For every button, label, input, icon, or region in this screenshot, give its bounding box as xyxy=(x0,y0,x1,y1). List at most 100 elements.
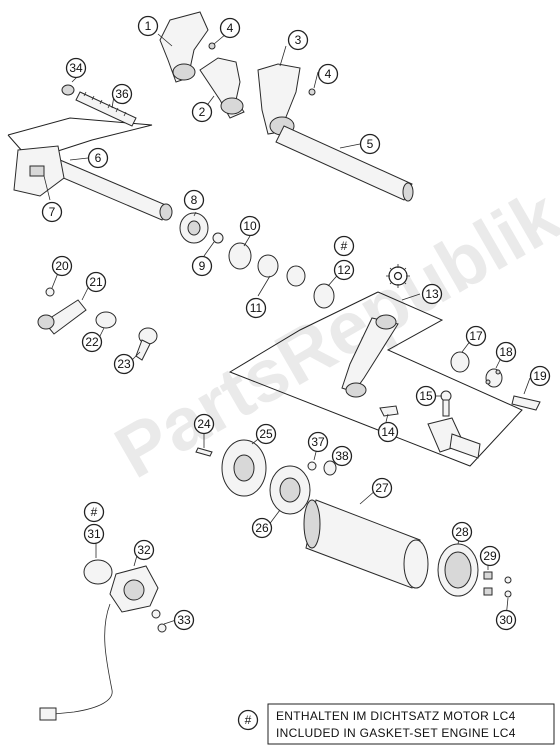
svg-text:14: 14 xyxy=(381,425,395,439)
svg-text:36: 36 xyxy=(115,87,129,101)
svg-text:#: # xyxy=(91,505,98,519)
callout-31-hash: # xyxy=(83,501,105,523)
callout-15: 15 xyxy=(415,385,437,407)
pin-37 xyxy=(307,461,317,471)
sensor-cable xyxy=(53,603,113,715)
group-outline-13 xyxy=(228,291,523,467)
callout-12: 12 xyxy=(333,259,355,281)
o-ring-31 xyxy=(83,559,113,585)
callout-30: 30 xyxy=(495,609,517,631)
callout-4a: 4 xyxy=(219,17,241,39)
pin-4a xyxy=(208,42,216,50)
svg-text:1: 1 xyxy=(145,19,152,33)
shift-drum-27 xyxy=(303,499,429,589)
callout-9: 9 xyxy=(191,255,213,277)
callout-14: 14 xyxy=(377,421,399,443)
svg-text:5: 5 xyxy=(367,137,374,151)
bearing-8 xyxy=(179,212,209,244)
callout-5: 5 xyxy=(359,133,381,155)
svg-text:2: 2 xyxy=(199,105,206,119)
svg-text:#: # xyxy=(245,713,252,727)
svg-text:29: 29 xyxy=(483,549,497,563)
fork-shaft-5 xyxy=(275,125,414,202)
callout-22: 22 xyxy=(81,331,103,353)
shift-fork-2 xyxy=(199,57,245,119)
spring-14 xyxy=(379,405,399,417)
svg-text:38: 38 xyxy=(335,449,349,463)
callout-3: 3 xyxy=(287,29,309,51)
callout-20: 20 xyxy=(51,255,73,277)
callout-18: 18 xyxy=(495,341,517,363)
callout-37: 37 xyxy=(307,431,329,453)
callout-19: 19 xyxy=(529,365,551,387)
screws-33 xyxy=(151,609,167,633)
svg-text:21: 21 xyxy=(89,275,103,289)
bushing-11 xyxy=(257,254,306,287)
shift-shaft-6 xyxy=(13,145,173,221)
shift-fork-1 xyxy=(159,11,209,83)
callout-8: 8 xyxy=(183,189,205,211)
watermark-text: PartsRepublik xyxy=(102,173,560,494)
bearing-12 xyxy=(313,283,335,309)
callout-12-hash: # xyxy=(333,235,355,257)
shift-fork-3 xyxy=(257,63,301,136)
svg-text:25: 25 xyxy=(259,427,273,441)
svg-text:18: 18 xyxy=(499,345,513,359)
callout-32: 32 xyxy=(133,539,155,561)
nuts-29 xyxy=(483,571,493,596)
washer-17 xyxy=(450,351,470,373)
svg-text:26: 26 xyxy=(255,521,269,535)
washer-10 xyxy=(228,242,252,270)
shift-lever-13 xyxy=(341,314,399,398)
svg-text:#: # xyxy=(341,239,348,253)
legend-line-en: INCLUDED IN GASKET-SET ENGINE LC4 xyxy=(276,726,516,740)
clip-18 xyxy=(485,368,503,388)
pin-4b xyxy=(308,88,316,96)
callout-29: 29 xyxy=(479,545,501,567)
svg-text:8: 8 xyxy=(191,193,198,207)
svg-text:28: 28 xyxy=(455,525,469,539)
callout-7: 7 xyxy=(41,201,63,223)
ring-28 xyxy=(437,543,479,597)
legend-symbol: # xyxy=(237,709,259,731)
housing-16 xyxy=(427,417,481,459)
link-21 xyxy=(37,299,87,335)
callout-23: 23 xyxy=(113,353,135,375)
svg-text:11: 11 xyxy=(250,301,263,315)
svg-text:7: 7 xyxy=(49,205,56,219)
svg-text:3: 3 xyxy=(295,33,302,47)
callout-24: 24 xyxy=(193,413,215,435)
svg-text:20: 20 xyxy=(55,259,69,273)
callout-26: 26 xyxy=(251,517,273,539)
callout-4b: 4 xyxy=(317,63,339,85)
callout-2: 2 xyxy=(191,101,213,123)
svg-text:12: 12 xyxy=(337,263,351,277)
svg-text:4: 4 xyxy=(227,21,234,35)
svg-text:9: 9 xyxy=(199,259,206,273)
spring-36 xyxy=(75,91,137,127)
sensor-32 xyxy=(109,565,159,613)
svg-text:6: 6 xyxy=(95,151,102,165)
callout-25: 25 xyxy=(255,423,277,445)
pin-19 xyxy=(511,395,541,411)
callout-13: 13 xyxy=(421,283,443,305)
svg-text:22: 22 xyxy=(85,335,99,349)
svg-text:32: 32 xyxy=(137,543,151,557)
callout-31: 31 xyxy=(83,523,105,545)
callout-21: 21 xyxy=(85,271,107,293)
callout-1: 1 xyxy=(137,15,159,37)
svg-text:17: 17 xyxy=(469,329,483,343)
bolt-34 xyxy=(61,84,75,96)
callout-33: 33 xyxy=(173,609,195,631)
svg-text:13: 13 xyxy=(425,287,439,301)
svg-text:33: 33 xyxy=(177,613,191,627)
washer-38 xyxy=(323,460,337,476)
svg-text:23: 23 xyxy=(117,357,131,371)
svg-text:30: 30 xyxy=(499,613,513,627)
callout-27: 27 xyxy=(371,477,393,499)
callout-11: 11 xyxy=(245,297,267,319)
screws-30 xyxy=(504,576,512,598)
callout-10: 10 xyxy=(239,215,261,237)
callout-17: 17 xyxy=(465,325,487,347)
svg-text:19: 19 xyxy=(533,369,547,383)
